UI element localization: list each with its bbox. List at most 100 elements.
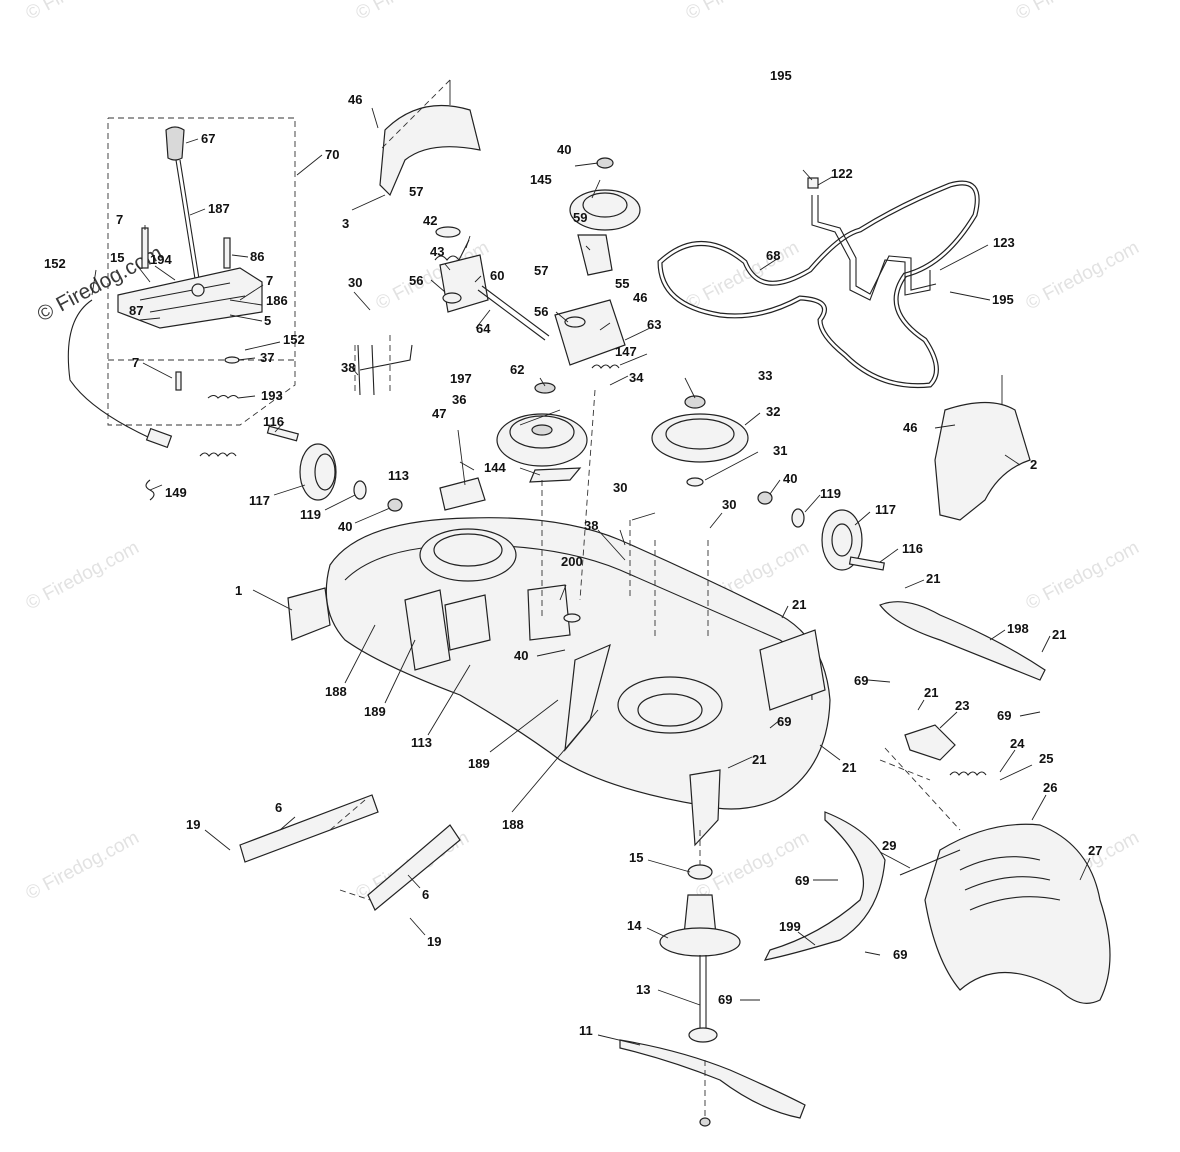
callout-42: 42 — [423, 213, 437, 228]
watermark: © Firedog.com — [1012, 0, 1132, 24]
callout-152: 152 — [44, 256, 66, 271]
washer-56 — [442, 292, 462, 304]
gauge-wheels — [266, 425, 885, 571]
callout-68: 68 — [766, 248, 780, 263]
callout-7: 7 — [132, 355, 139, 370]
guide-123-b — [817, 195, 937, 295]
callout-117: 117 — [249, 493, 270, 508]
callout-69: 69 — [997, 708, 1011, 723]
spring-25 — [949, 771, 987, 776]
lift-link-6-upper — [239, 794, 379, 863]
callout-119: 119 — [300, 507, 321, 522]
lever-rod — [179, 159, 201, 286]
knob — [165, 126, 185, 161]
nut-33 — [684, 395, 706, 409]
callout-34: 34 — [629, 370, 644, 385]
arm-55 — [554, 299, 626, 366]
baffle-199 — [763, 811, 886, 961]
callout-64: 64 — [476, 321, 491, 336]
callout-149: 149 — [165, 485, 187, 500]
lift-cable — [67, 299, 151, 439]
rod-64 — [481, 285, 550, 337]
callout-7: 7 — [266, 273, 273, 288]
callout-86: 86 — [250, 249, 264, 264]
lift-lever-assembly — [67, 117, 296, 501]
callout-38: 38 — [584, 518, 598, 533]
bracket-200 — [527, 584, 571, 641]
watermark: © Firedog.com — [22, 827, 142, 904]
callout-117: 117 — [875, 502, 896, 517]
callout-31: 31 — [773, 443, 787, 458]
callout-189: 189 — [468, 756, 490, 771]
spring-193 — [207, 394, 239, 399]
axis — [329, 799, 366, 831]
callout-21: 21 — [792, 597, 806, 612]
idler-pulley-top — [554, 157, 641, 369]
watermark: © Firedog.com — [22, 0, 142, 24]
belt-68-inner — [658, 181, 979, 387]
bolt-7 — [141, 227, 149, 269]
pulley-hub — [582, 192, 628, 218]
callout-56: 56 — [534, 304, 548, 319]
callout-1: 1 — [235, 583, 242, 598]
wheel-117-left-hub — [314, 453, 336, 491]
rod-64 — [477, 289, 546, 341]
callout-189: 189 — [364, 704, 386, 719]
spring-cable — [199, 452, 237, 457]
belt-guide — [807, 177, 937, 301]
bracket-23 — [904, 724, 956, 761]
spring-43 — [434, 239, 470, 262]
lift-bracket — [117, 267, 263, 329]
callout-40: 40 — [557, 142, 571, 157]
bracket-1 — [287, 587, 331, 641]
watermark: © Firedog.com — [352, 0, 472, 24]
callout-69: 69 — [777, 714, 791, 729]
washer-37 — [224, 356, 240, 364]
callout-13: 13 — [636, 982, 650, 997]
callout-198: 198 — [1007, 621, 1029, 636]
spindle-opening-inner — [637, 693, 703, 727]
callout-70: 70 — [325, 147, 339, 162]
chute-hinge — [884, 724, 987, 831]
callout-7: 7 — [116, 212, 123, 227]
callout-59: 59 — [573, 210, 587, 225]
blade-adapter — [688, 1027, 718, 1043]
spindle-pulley-right — [651, 395, 749, 487]
callout-21: 21 — [926, 571, 940, 586]
callout-116: 116 — [263, 414, 284, 429]
callout-19: 19 — [427, 934, 441, 949]
spring-147 — [591, 364, 620, 369]
watermark: © Firedog.com — [22, 537, 142, 614]
cover-2 — [934, 401, 1031, 521]
callout-30: 30 — [613, 480, 627, 495]
callout-21: 21 — [924, 685, 938, 700]
callout-113: 113 — [388, 468, 409, 483]
idler-bracket-assembly — [357, 226, 550, 396]
callout-32: 32 — [766, 404, 780, 419]
belt-cover-left — [379, 80, 481, 197]
drive-pulley — [496, 382, 588, 483]
deck-side-plate — [759, 629, 826, 711]
pulley-center — [531, 424, 553, 436]
callout-6: 6 — [275, 800, 282, 815]
drive-belt — [657, 180, 980, 389]
baffle-198 — [879, 601, 1046, 681]
watermark: © Firedog.com — [1022, 237, 1142, 314]
callout-15: 15 — [110, 250, 124, 265]
callout-23: 23 — [955, 698, 969, 713]
callout-14: 14 — [627, 918, 642, 933]
bracket-detail — [139, 282, 246, 313]
washer-200 — [563, 613, 581, 623]
washer-119-left — [353, 480, 367, 500]
blade-bolt — [699, 1117, 711, 1127]
callout-67: 67 — [201, 131, 215, 146]
pin-86 — [223, 237, 231, 269]
cable-end — [145, 427, 173, 449]
callout-69: 69 — [795, 873, 809, 888]
nut-40-left — [387, 498, 403, 512]
bolt-122 — [807, 177, 819, 189]
nut-40-right — [757, 491, 773, 505]
callouts: 67 70 187 7 86 15 194 152 7 186 87 5 152… — [44, 68, 1102, 1038]
key-144 — [529, 467, 582, 483]
chute-ribs — [959, 856, 1061, 911]
